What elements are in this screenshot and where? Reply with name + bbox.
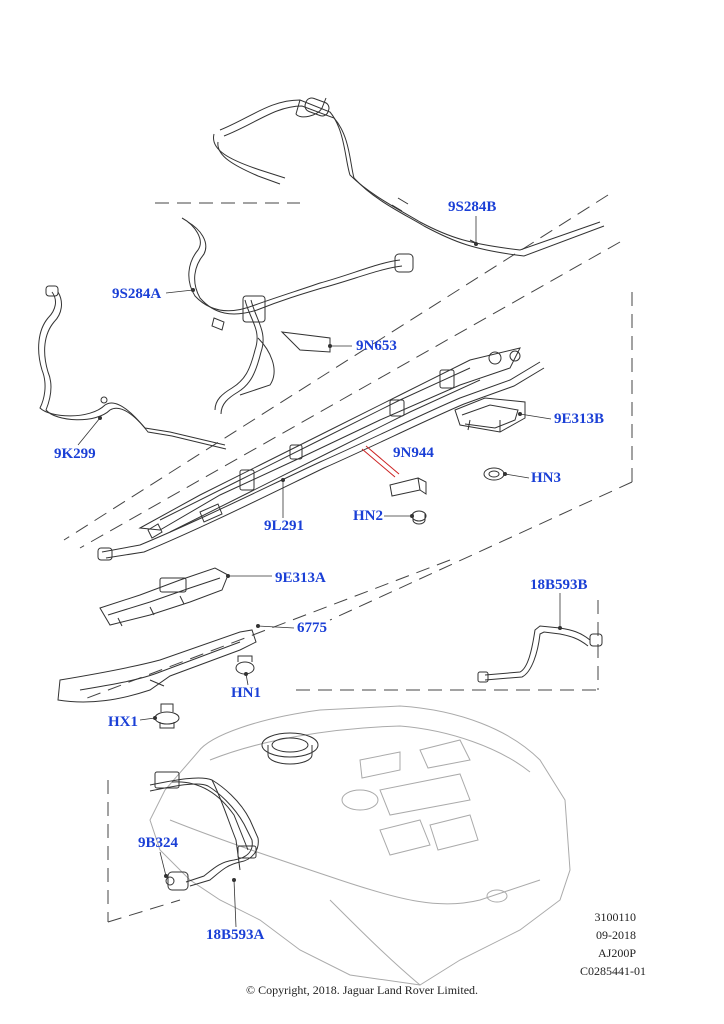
connector-9B324	[165, 871, 189, 891]
fuel-line-9S284B	[213, 97, 605, 257]
bracket-9N944	[361, 445, 427, 497]
vent-line-18B593B	[477, 625, 603, 683]
shield-9E313B	[454, 397, 526, 433]
fuel-line-9S284A	[181, 217, 414, 415]
heat-shield-6775	[57, 629, 257, 703]
callout-HN1[interactable]: HN1	[231, 685, 261, 701]
drawing-model: AJ200P	[597, 946, 636, 960]
callout-HX1[interactable]: HX1	[108, 714, 138, 730]
callout-HN2[interactable]: HN2	[353, 508, 383, 524]
callout-6775[interactable]: 6775	[297, 620, 327, 636]
clip-HN1	[235, 655, 255, 675]
callout-18B593B[interactable]: 18B593B	[530, 577, 588, 593]
callout-9N653[interactable]: 9N653	[356, 338, 397, 354]
fuel-tank	[149, 705, 571, 986]
drawing-date: 09-2018	[596, 928, 636, 942]
shield-9E313A	[99, 567, 229, 627]
leader-lines	[77, 216, 561, 928]
fuel-line-18B593A	[149, 771, 259, 887]
grommet-HN3	[483, 467, 505, 481]
callout-9E313A[interactable]: 9E313A	[275, 570, 326, 586]
callout-9L291[interactable]: 9L291	[264, 518, 305, 534]
callout-9E313B[interactable]: 9E313B	[554, 411, 605, 427]
drawing-number: 3100110	[594, 910, 636, 924]
callout-9B324[interactable]: 9B324	[138, 835, 179, 851]
callout-9S284B[interactable]: 9S284B	[448, 199, 497, 215]
fuel-pump-module	[261, 732, 319, 765]
dashed-frame-lower	[107, 689, 598, 923]
copyright-notice: © Copyright, 2018. Jaguar Land Rover Lim…	[245, 983, 479, 997]
callout-9K299[interactable]: 9K299	[54, 446, 96, 462]
callout-9N944[interactable]: 9N944	[393, 445, 434, 461]
clip-HX1	[154, 703, 180, 729]
fuel-line-9K299	[38, 285, 227, 450]
drawing-reference: C0285441-01	[580, 964, 646, 978]
dashed-frame-upper	[63, 194, 633, 621]
grommet-HN2	[411, 510, 427, 525]
dashed-frame-middle	[81, 559, 599, 701]
callout-18B593A[interactable]: 18B593A	[206, 927, 265, 943]
callout-HN3[interactable]: HN3	[531, 470, 561, 486]
harness-9L291	[97, 347, 545, 561]
callout-9S284A[interactable]: 9S284A	[112, 286, 162, 302]
